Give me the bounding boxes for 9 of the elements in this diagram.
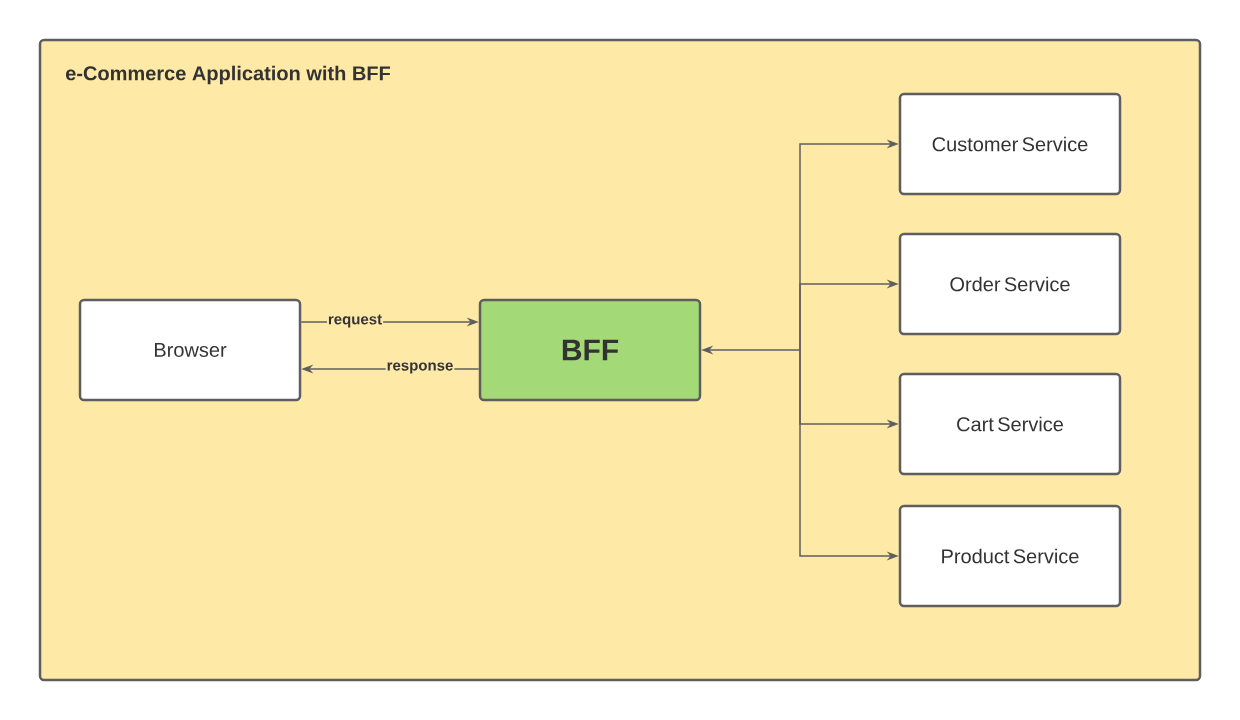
service-box: Product Service bbox=[898, 504, 1122, 608]
service-box: Order Service bbox=[898, 232, 1122, 336]
service-box: Customer Service bbox=[898, 92, 1122, 196]
edge-label: response bbox=[387, 362, 453, 374]
service-box: Cart Service bbox=[898, 372, 1122, 476]
edge-label: request bbox=[328, 314, 382, 328]
title-text: e-Commerce Application with BFF bbox=[66, 65, 391, 85]
bff-box: BFF bbox=[478, 298, 702, 402]
client-box: Browser bbox=[78, 298, 302, 402]
